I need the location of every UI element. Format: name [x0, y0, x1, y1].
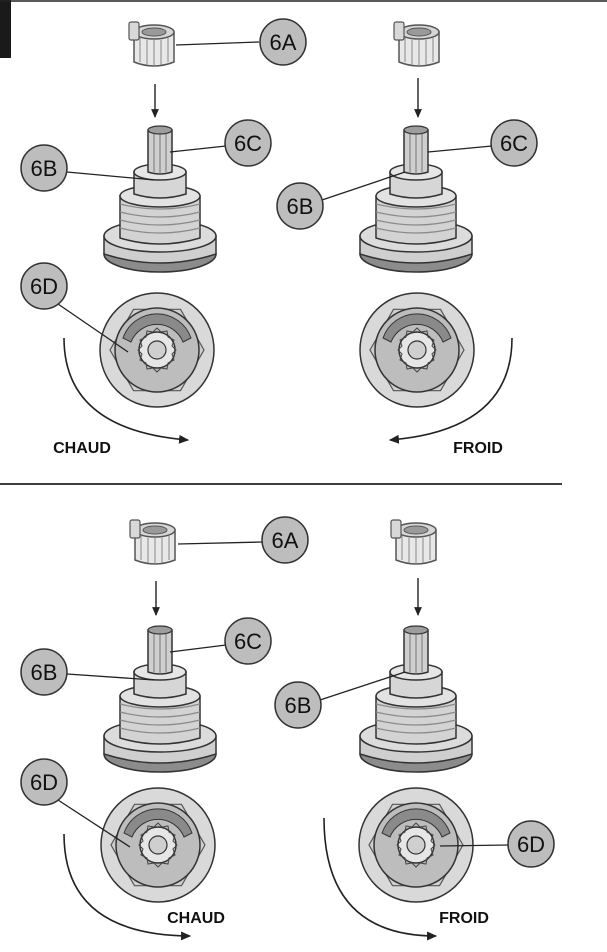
splined-clip-part [128, 21, 175, 67]
base-leader [439, 844, 511, 847]
cartridge-side-view [359, 625, 473, 773]
callout-6d: 6D [30, 274, 58, 299]
callout-6d: 6D [517, 832, 545, 857]
callout-circle [507, 820, 555, 868]
cartridge-side-view [359, 125, 473, 273]
rotation-arrow-clockwise [63, 337, 190, 444]
rotation-arrow-clockwise [63, 833, 192, 941]
spline-leader [169, 145, 227, 153]
base-leader [57, 799, 131, 848]
stop-leader [66, 171, 155, 181]
cartridge-top-view [359, 292, 475, 408]
clip-leader [177, 541, 263, 545]
bottom-left-step: 6A 6C 6B 6D CHAUD [20, 516, 309, 941]
callout-6c: 6C [234, 131, 262, 156]
callout-circle [259, 18, 307, 66]
callout-circle [224, 119, 272, 167]
direction-label-chaud: CHAUD [53, 440, 111, 457]
clip-leader [175, 41, 260, 46]
callout-6b: 6B [31, 156, 58, 181]
top-left-step: 6A 6C 6B 6D CHAUD [20, 18, 307, 457]
stop-leader [319, 671, 406, 701]
direction-label-chaud: CHAUD [167, 910, 225, 927]
callout-6a: 6A [270, 30, 297, 55]
callout-circle [20, 758, 68, 806]
splined-clip-part [390, 519, 437, 565]
callout-6b: 6B [287, 194, 314, 219]
splined-clip-part [129, 519, 176, 565]
rotation-arrow-clockwise [323, 817, 438, 941]
bottom-panel: 6A 6C 6B 6D CHAUD 6B [20, 516, 555, 941]
corner-tab [0, 0, 11, 58]
cartridge-side-view [103, 125, 217, 273]
cartridge-top-view [100, 787, 216, 903]
spline-leader [169, 644, 227, 653]
callout-circle [20, 648, 68, 696]
callout-6a: 6A [272, 528, 299, 553]
callout-6c: 6C [234, 629, 262, 654]
callout-6d: 6D [30, 770, 58, 795]
cartridge-top-view [99, 292, 215, 408]
callout-6b: 6B [285, 693, 312, 718]
direction-label-froid: FROID [453, 440, 503, 457]
rotation-arrow-counterclockwise [388, 337, 513, 444]
callout-6b: 6B [31, 660, 58, 685]
top-right-step: 6C 6B FROID [276, 21, 538, 457]
splined-clip-part [393, 21, 440, 67]
callout-circle [274, 681, 322, 729]
callout-6c: 6C [500, 131, 528, 156]
top-panel: 6A 6C 6B 6D CHAUD 6C 6 [0, 0, 607, 457]
stop-leader [66, 673, 155, 681]
direction-label-froid: FROID [439, 910, 489, 927]
callout-circle [20, 144, 68, 192]
base-leader [57, 303, 129, 353]
spline-leader [427, 145, 493, 153]
callout-circle [224, 617, 272, 665]
callout-circle [276, 182, 324, 230]
callout-circle [261, 516, 309, 564]
callout-circle [490, 119, 538, 167]
stop-leader [321, 171, 406, 201]
callout-circle [20, 262, 68, 310]
bottom-right-step: 6B 6D FROID [274, 519, 555, 941]
cartridge-top-view [358, 787, 474, 903]
